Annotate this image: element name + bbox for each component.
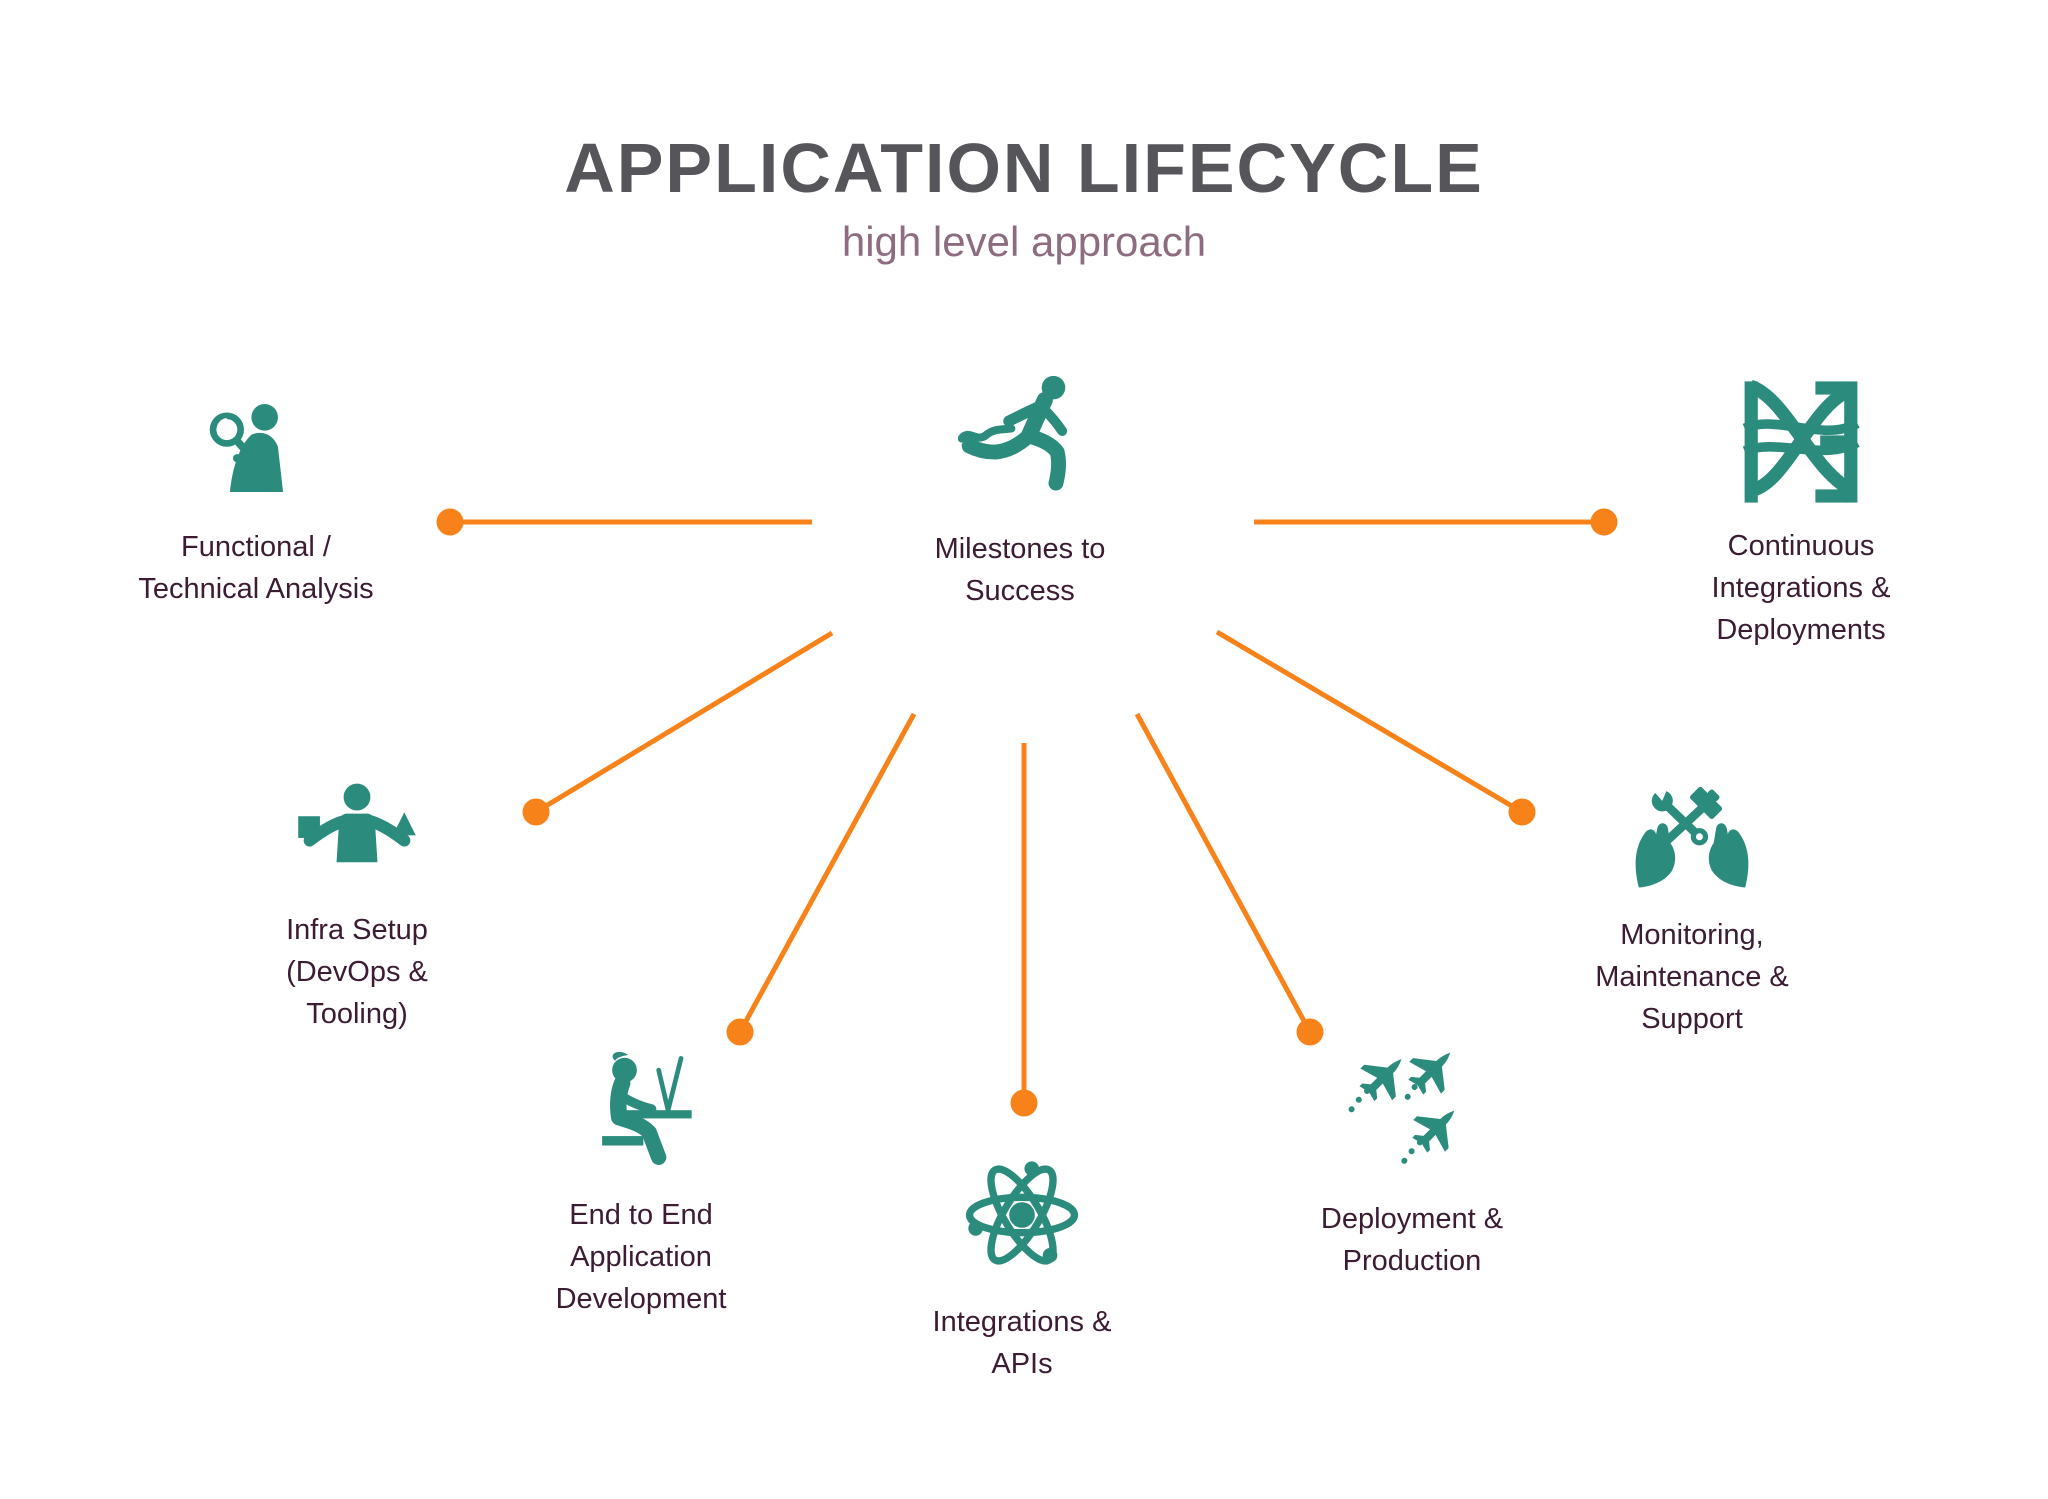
node-functional-technical-analysis: Functional / Technical Analysis bbox=[76, 402, 436, 610]
atom-icon bbox=[965, 1161, 1079, 1265]
node-infra-setup-devops-tooling: Infra Setup (DevOps & Tooling) bbox=[177, 783, 537, 1035]
node-continuous-integrations-deployments: Continuous Integrations & Deployments bbox=[1621, 379, 1981, 651]
node-label: Continuous Integrations & Deployments bbox=[1711, 530, 1891, 646]
planes-icon bbox=[1346, 1046, 1471, 1172]
spoke-dot bbox=[1010, 1089, 1038, 1117]
node-label: Functional / Technical Analysis bbox=[138, 531, 374, 605]
node-milestones-to-success: Milestones to Success bbox=[840, 374, 1200, 612]
spoke-dot bbox=[1296, 1018, 1324, 1046]
developer-desk-icon bbox=[602, 1051, 692, 1165]
spoke-dot bbox=[726, 1018, 754, 1046]
node-label: Infra Setup (DevOps & Tooling) bbox=[286, 914, 428, 1030]
spoke-dot bbox=[1508, 798, 1536, 826]
spoke-dot bbox=[436, 508, 464, 536]
magnifier-person-icon bbox=[209, 404, 283, 492]
node-label: Milestones to Success bbox=[934, 533, 1106, 607]
header: APPLICATION LIFECYCLE high level approac… bbox=[0, 133, 2048, 265]
spoke-deployment bbox=[1134, 712, 1313, 1034]
spoke-infra bbox=[534, 630, 834, 815]
hands-tools-icon bbox=[1635, 786, 1749, 888]
runner-finish-line-icon bbox=[958, 375, 1068, 491]
spoke-dot bbox=[522, 798, 550, 826]
pipeline-weave-icon bbox=[1742, 379, 1860, 503]
spoke-dot bbox=[1590, 508, 1618, 536]
node-deployment-production: Deployment & Production bbox=[1232, 1046, 1592, 1282]
node-label: End to End Application Development bbox=[555, 1199, 727, 1315]
balance-person-icon bbox=[298, 783, 416, 863]
node-label: Integrations & APIs bbox=[932, 1306, 1112, 1380]
node-end-to-end-application-development: End to End Application Development bbox=[461, 1050, 821, 1320]
node-label: Deployment & Production bbox=[1320, 1203, 1504, 1277]
node-label: Monitoring, Maintenance & Support bbox=[1595, 919, 1789, 1035]
node-monitoring-maintenance-support: Monitoring, Maintenance & Support bbox=[1512, 786, 1872, 1040]
page-title: APPLICATION LIFECYCLE bbox=[564, 129, 1484, 207]
node-integrations-apis: Integrations & APIs bbox=[842, 1157, 1202, 1385]
spoke-monitoring bbox=[1215, 629, 1524, 815]
page-subtitle: high level approach bbox=[841, 218, 1207, 265]
spoke-e2e bbox=[737, 712, 917, 1034]
